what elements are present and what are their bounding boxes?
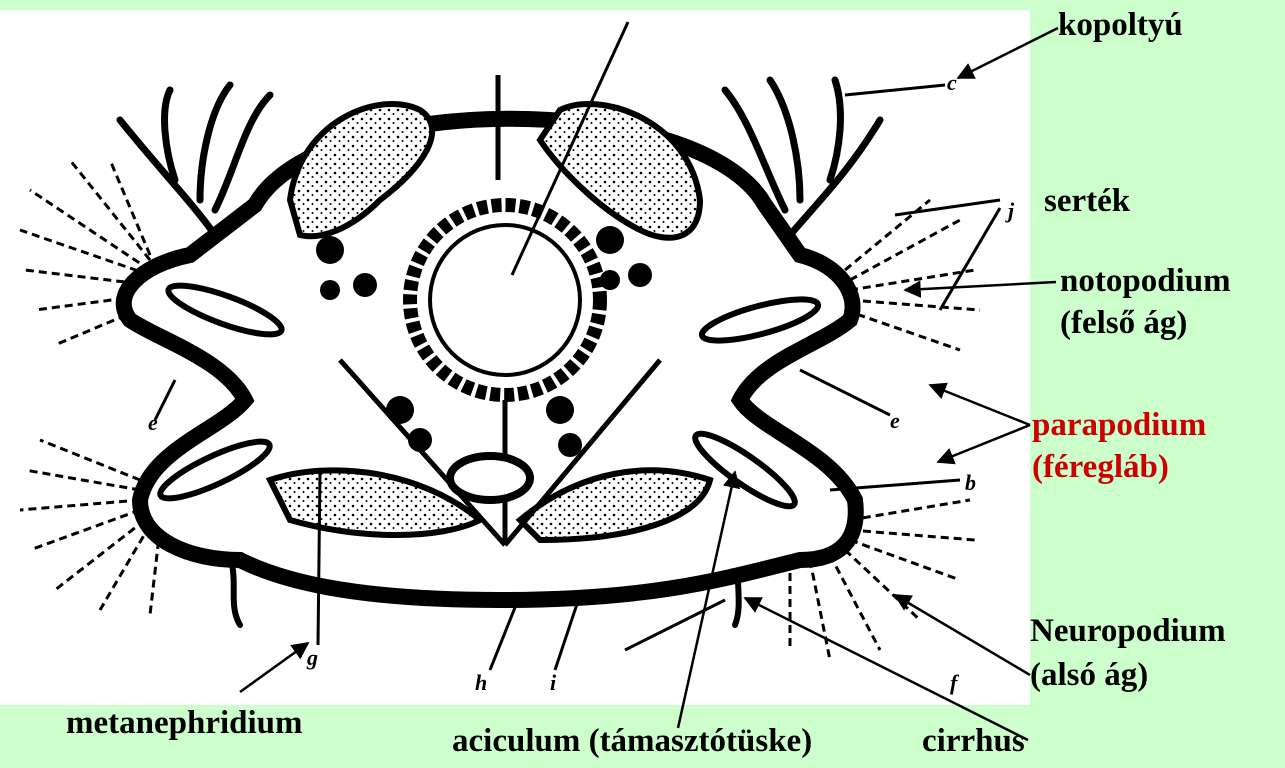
gut-lumen [430, 225, 580, 375]
letter-e-left: e [148, 410, 158, 435]
letter-b: b [965, 470, 976, 495]
letter-c: c [947, 70, 957, 95]
setae-left-lower [20, 440, 160, 615]
label-neuropodium-sub: (alsó ág) [1030, 656, 1148, 694]
label-sertek: serték [1044, 182, 1130, 220]
letter-g: g [306, 645, 318, 670]
label-metanephridium: metanephridium [66, 704, 303, 742]
letter-j: j [1005, 198, 1015, 223]
label-kopoltyu: kopoltyú [1058, 6, 1183, 44]
label-cirrhus: cirrhus [922, 722, 1025, 760]
label-aciculum: aciculum (támasztótüske) [452, 722, 812, 760]
label-parapodium-sub: (féregláb) [1032, 448, 1169, 486]
letter-i: i [550, 670, 557, 695]
letter-h: h [475, 670, 487, 695]
label-neuropodium: Neuropodium [1030, 612, 1226, 650]
label-parapodium: parapodium [1032, 406, 1206, 444]
label-notopodium-sub: (felső ág) [1060, 304, 1187, 342]
letter-f: f [950, 670, 960, 695]
nerve-cord [450, 456, 530, 500]
label-notopodium: notopodium [1060, 262, 1231, 300]
letter-e-right: e [890, 408, 900, 433]
